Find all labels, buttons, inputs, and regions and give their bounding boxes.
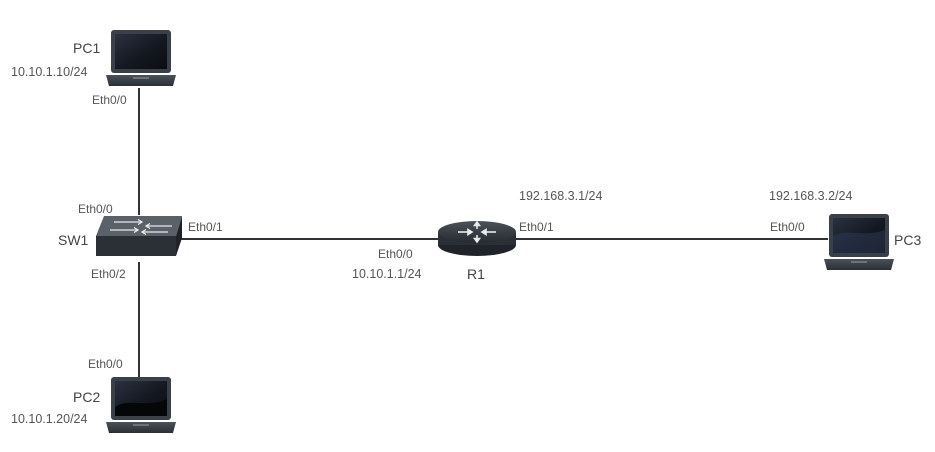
sw1-eth0-2-port-label: Eth0/2 xyxy=(91,267,126,281)
pc3-name-label: PC3 xyxy=(894,232,921,248)
sw1-eth0-0-port-label: Eth0/0 xyxy=(78,202,113,216)
r1-eth0-1-port-label: Eth0/1 xyxy=(519,220,554,234)
sw1-name-label: SW1 xyxy=(58,232,89,248)
pc2-ip-label: 10.10.1.20/24 xyxy=(11,412,88,426)
pc3-laptop-icon[interactable] xyxy=(824,214,894,270)
pc2-laptop-icon[interactable] xyxy=(106,377,176,433)
links xyxy=(138,88,828,378)
r1-eth0-0-port-label: Eth0/0 xyxy=(378,247,413,261)
pc2-eth0-0-port-label: Eth0/0 xyxy=(88,357,123,371)
pc1-name-label: PC1 xyxy=(73,40,100,56)
sw1-eth0-1-port-label: Eth0/1 xyxy=(188,220,223,234)
pc2-name-label: PC2 xyxy=(73,389,100,405)
r1-name-label: R1 xyxy=(467,266,485,282)
pc1-laptop-icon[interactable] xyxy=(106,30,176,86)
pc3-ip-label: 192.168.3.2/24 xyxy=(769,189,852,203)
sw1-switch-icon[interactable] xyxy=(96,216,182,256)
pc1-eth0-0-port-label: Eth0/0 xyxy=(92,93,127,107)
r1-eth0-1-ip-label: 192.168.3.1/24 xyxy=(519,189,602,203)
pc1-ip-label: 10.10.1.10/24 xyxy=(11,65,88,79)
r1-router-icon[interactable] xyxy=(438,220,516,256)
r1-eth0-0-ip-label: 10.10.1.1/24 xyxy=(352,267,422,281)
pc3-eth0-0-port-label: Eth0/0 xyxy=(770,220,805,234)
